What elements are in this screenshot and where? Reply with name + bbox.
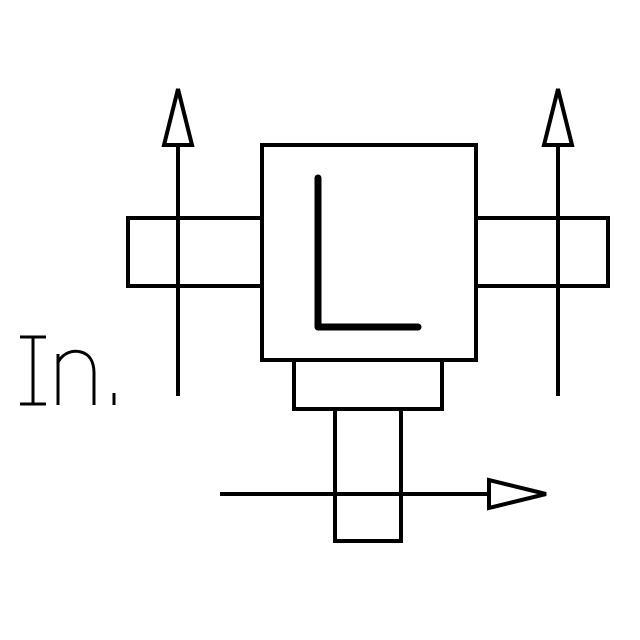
center-letter-glyph: [314, 174, 422, 331]
input-direction-arrow: [220, 477, 547, 511]
left-output-arrow: [161, 88, 195, 396]
input-label-glyph: [20, 335, 116, 406]
bottom-input-shaft: [333, 407, 403, 543]
right-shaft-block: [474, 216, 610, 288]
bottom-collar: [292, 358, 444, 411]
input-arrowhead-icon: [487, 477, 547, 511]
left-arrowhead-icon: [161, 88, 195, 147]
right-output-arrow: [541, 88, 575, 396]
left-shaft-block: [126, 216, 264, 288]
right-arrowhead-icon: [541, 88, 575, 147]
